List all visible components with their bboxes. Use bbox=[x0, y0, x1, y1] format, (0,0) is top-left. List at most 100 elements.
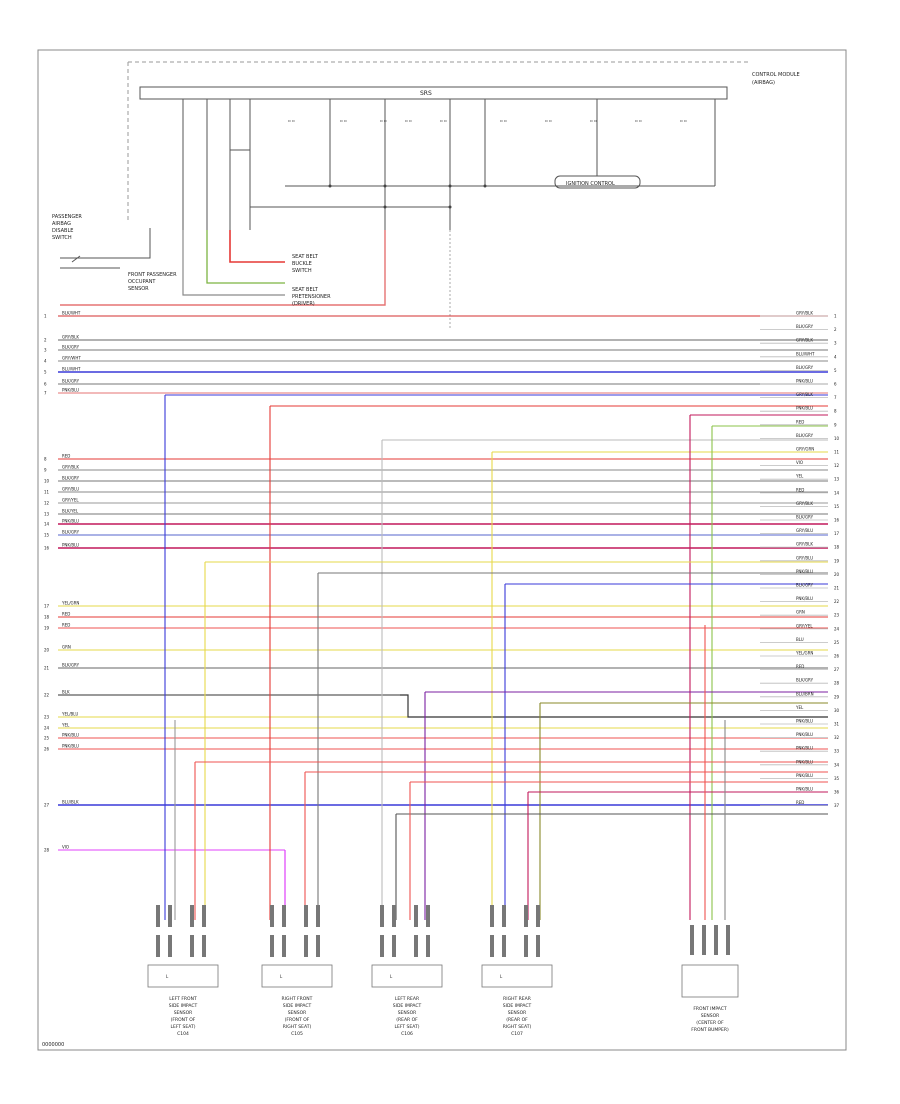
wire-label-right-11: GRY/GRN bbox=[796, 447, 814, 452]
wire-num-right-8: 8 bbox=[834, 409, 837, 414]
wire-label-left-23: YEL/BLU bbox=[61, 712, 78, 717]
wire-label-right-34: PNK/BLU bbox=[796, 759, 813, 764]
sensor-2-label-line-3: SENSOR bbox=[288, 1010, 307, 1016]
wire-label-right-4: BLU/WHT bbox=[796, 351, 815, 356]
svg-text:▫ ▫: ▫ ▫ bbox=[380, 118, 387, 123]
wire-num-left-3: 3 bbox=[44, 348, 47, 353]
sensor-body-1 bbox=[147, 964, 219, 988]
vertical-run-11 bbox=[539, 702, 828, 920]
sensor-3-label-line-3: SENSOR bbox=[398, 1010, 417, 1016]
wire-label-right-32: PNK/BLU bbox=[796, 732, 813, 737]
wire-num-right-12: 12 bbox=[834, 463, 840, 468]
wire-label-left-9: GRY/BLK bbox=[62, 465, 79, 470]
wire-num-right-19: 19 bbox=[834, 558, 840, 563]
wire-num-right-30: 30 bbox=[834, 708, 840, 713]
module-pin-marks: ▫ ▫▫ ▫▫ ▫ ▫ ▫▫ ▫▫ ▫ ▫ ▫▫ ▫▫ ▫▫ ▫ bbox=[288, 118, 687, 123]
wire-label-right-1: GRY/BLK bbox=[796, 311, 813, 316]
svg-text:PASSENGER: PASSENGER bbox=[52, 214, 82, 220]
wire-label-left-22: BLK bbox=[62, 690, 70, 695]
wire-num-left-1: 1 bbox=[44, 314, 47, 319]
sensor-1-label-line-3: SENSOR bbox=[174, 1010, 193, 1016]
sensor-3-pin-upper-1 bbox=[380, 905, 384, 927]
wire-num-right-20: 20 bbox=[834, 572, 840, 577]
wire-num-right-21: 21 bbox=[834, 586, 840, 591]
wire-label-right-18: GRY/BLK bbox=[796, 542, 813, 547]
sensor-body-3 bbox=[371, 964, 443, 988]
wire-label-right-36: PNK/BLU bbox=[796, 787, 813, 792]
sensor-1-pin-lower-4 bbox=[202, 935, 206, 957]
wire-num-left-2: 2 bbox=[44, 338, 47, 343]
sensor-4-label-line-5: RIGHT SEAT) bbox=[503, 1024, 532, 1030]
harness-vertical-runs bbox=[164, 394, 828, 920]
module-junction-dots bbox=[328, 184, 487, 209]
wire-label-right-14: RED bbox=[796, 487, 804, 492]
sensor-1-label-line-1: LEFT FRONT bbox=[169, 996, 197, 1002]
sensor-4-label-line-3: SENSOR bbox=[508, 1010, 527, 1016]
sensor-2-pin-upper-2 bbox=[282, 905, 286, 927]
wire-num-right-37: 37 bbox=[834, 803, 840, 808]
wire-num-right-23: 23 bbox=[834, 613, 840, 618]
sensor-3-code: C106 bbox=[401, 1031, 413, 1037]
sensor-3-pin-upper-3 bbox=[414, 905, 418, 927]
svg-text:▫ ▫: ▫ ▫ bbox=[340, 118, 347, 123]
wire-label-left-7: PNK/BLU bbox=[62, 388, 79, 393]
vertical-run-8 bbox=[317, 572, 828, 920]
wire-num-right-33: 33 bbox=[834, 749, 840, 754]
sensor-5-pin-3 bbox=[714, 925, 718, 955]
wire-num-left-24: 24 bbox=[44, 726, 50, 731]
sensor-1-pin-upper-1 bbox=[156, 905, 160, 927]
wire-num-right-22: 22 bbox=[834, 599, 840, 604]
sensor-2-pin-lower-4 bbox=[316, 935, 320, 957]
ignition-control-box bbox=[554, 175, 641, 189]
sensor-5-pin-1 bbox=[690, 925, 694, 955]
sensor-4-label-line-4: (REAR OF bbox=[506, 1017, 528, 1023]
wire-num-right-5: 5 bbox=[834, 368, 837, 373]
sensor-2-code: C105 bbox=[291, 1031, 303, 1037]
sensor-4-mark: L bbox=[500, 974, 503, 979]
wire-num-left-4: 4 bbox=[44, 359, 47, 364]
pretensioner-label: SEAT BELT PRETENSIONER (DRIVER) bbox=[292, 287, 331, 307]
svg-text:(DRIVER): (DRIVER) bbox=[292, 301, 315, 307]
sensor-5-label-line-3: (CENTER OF bbox=[696, 1020, 724, 1026]
sensor-3-pin-lower-3 bbox=[414, 935, 418, 957]
vertical-run-7 bbox=[204, 561, 828, 920]
sensor-1-label-line-4: (FRONT OF bbox=[171, 1017, 196, 1023]
wire-label-left-15: BLK/GRY bbox=[62, 530, 80, 535]
sensor-4-pin-upper-2 bbox=[502, 905, 506, 927]
wire-label-left-18: RED bbox=[62, 612, 70, 617]
sensor-3-label-line-1: LEFT REAR bbox=[395, 996, 419, 1002]
wire-label-left-16: PNK/BLU bbox=[62, 543, 79, 548]
wire-num-right-10: 10 bbox=[834, 436, 840, 441]
module-rail bbox=[139, 86, 728, 100]
wire-num-left-5: 5 bbox=[44, 370, 47, 375]
svg-text:PRETENSIONER: PRETENSIONER bbox=[292, 294, 331, 300]
wire-num-left-12: 12 bbox=[44, 501, 50, 506]
wire-num-left-15: 15 bbox=[44, 533, 50, 538]
sensor-2-pin-upper-1 bbox=[270, 905, 274, 927]
vertical-run-13 bbox=[527, 791, 828, 920]
wire-num-right-25: 25 bbox=[834, 640, 840, 645]
vertical-run-10 bbox=[424, 691, 828, 920]
wire-num-right-24: 24 bbox=[834, 626, 840, 631]
wire-label-right-10: BLK/GRY bbox=[796, 433, 814, 438]
wire-label-left-28: VIO bbox=[62, 845, 69, 850]
side-marker-label: SEAT BELT BUCKLE SWITCH bbox=[292, 254, 319, 274]
sensor-3-pin-lower-2 bbox=[392, 935, 396, 957]
sensor-4-pin-lower-1 bbox=[490, 935, 494, 957]
wire-label-right-20: PNK/BLU bbox=[796, 569, 813, 574]
passenger-sensor-label: FRONT PASSENGER OCCUPANT SENSOR bbox=[128, 272, 177, 292]
wire-num-left-22: 22 bbox=[44, 693, 50, 698]
module-title-line-2: (AIRBAG) bbox=[752, 80, 775, 86]
svg-text:SEAT BELT: SEAT BELT bbox=[292, 254, 319, 260]
wire-num-right-7: 7 bbox=[834, 395, 837, 400]
wire-label-left-12: GRY/YEL bbox=[62, 498, 79, 503]
buckle-switch-wire bbox=[229, 230, 285, 263]
sensor-3-pin-upper-4 bbox=[426, 905, 430, 927]
wire-num-right-11: 11 bbox=[834, 450, 840, 455]
svg-text:▫ ▫: ▫ ▫ bbox=[635, 118, 642, 123]
module-inner-label: SRS bbox=[420, 90, 432, 97]
sensor-2-pin-upper-4 bbox=[316, 905, 320, 927]
